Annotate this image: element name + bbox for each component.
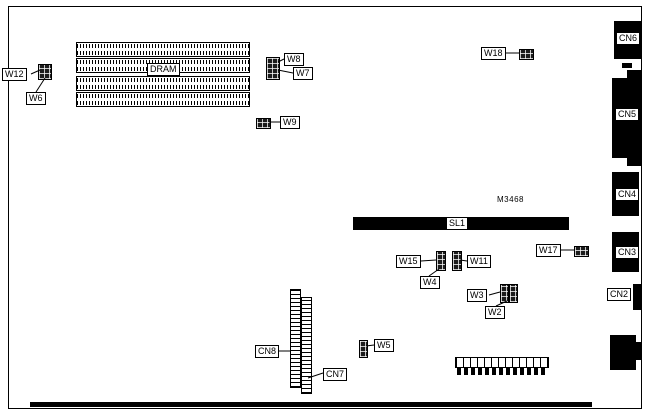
simm-socket-row-1 <box>76 42 250 57</box>
label-cn2: CN2 <box>607 288 632 301</box>
label-cn7: CN7 <box>323 368 348 381</box>
connector-cn5-flange-top <box>627 70 641 78</box>
connector-bottom-right-tab <box>636 342 641 360</box>
board-outline <box>8 6 642 409</box>
label-cn5: CN5 <box>615 108 640 121</box>
jumper-block-w12-w6 <box>38 64 52 80</box>
label-dram: DRAM <box>147 63 180 76</box>
pin-header-cn8-left-column <box>290 289 301 388</box>
label-w4: W4 <box>420 276 440 289</box>
pin-header-cn8-right-column <box>301 297 312 394</box>
jumper-block-w11 <box>452 251 462 271</box>
simm-socket-row-4 <box>76 92 250 107</box>
label-w5: W5 <box>374 339 394 352</box>
jumper-block-w18 <box>519 49 534 60</box>
label-w12: W12 <box>2 68 27 81</box>
simm-socket-row-3 <box>76 76 250 91</box>
label-w15: W15 <box>396 255 421 268</box>
connector-cn5-flange-bottom <box>627 158 641 166</box>
jumper-block-w15 <box>436 251 446 271</box>
label-m3468: M3468 <box>497 195 524 204</box>
label-cn8: CN8 <box>255 345 280 358</box>
pin-header-bottom-row-1 <box>455 357 549 368</box>
label-w2: W2 <box>485 306 505 319</box>
jumper-block-w9 <box>256 118 271 129</box>
jumper-block-w8-w7 <box>266 57 280 80</box>
jumper-block-w5 <box>359 340 368 358</box>
label-w6: W6 <box>26 92 46 105</box>
label-w11: W11 <box>467 255 491 268</box>
label-w9: W9 <box>280 116 300 129</box>
label-cn4: CN4 <box>615 188 640 201</box>
label-w18: W18 <box>481 47 506 60</box>
label-sl1: SL1 <box>446 217 469 230</box>
connector-bottom-right <box>610 335 636 370</box>
label-cn3: CN3 <box>615 246 640 259</box>
jumper-block-w17 <box>574 246 589 257</box>
jumper-block-w3 <box>500 284 509 303</box>
pin-header-bottom-row-2 <box>457 368 545 375</box>
label-w17: W17 <box>536 244 561 257</box>
label-w7: W7 <box>293 67 313 80</box>
label-cn6: CN6 <box>616 32 641 45</box>
connector-cn2 <box>633 284 641 310</box>
connector-tab-1 <box>622 63 632 68</box>
jumper-block-w2 <box>509 284 518 303</box>
label-w8: W8 <box>284 53 304 66</box>
board-bottom-edge <box>30 402 592 407</box>
label-w3: W3 <box>467 289 487 302</box>
